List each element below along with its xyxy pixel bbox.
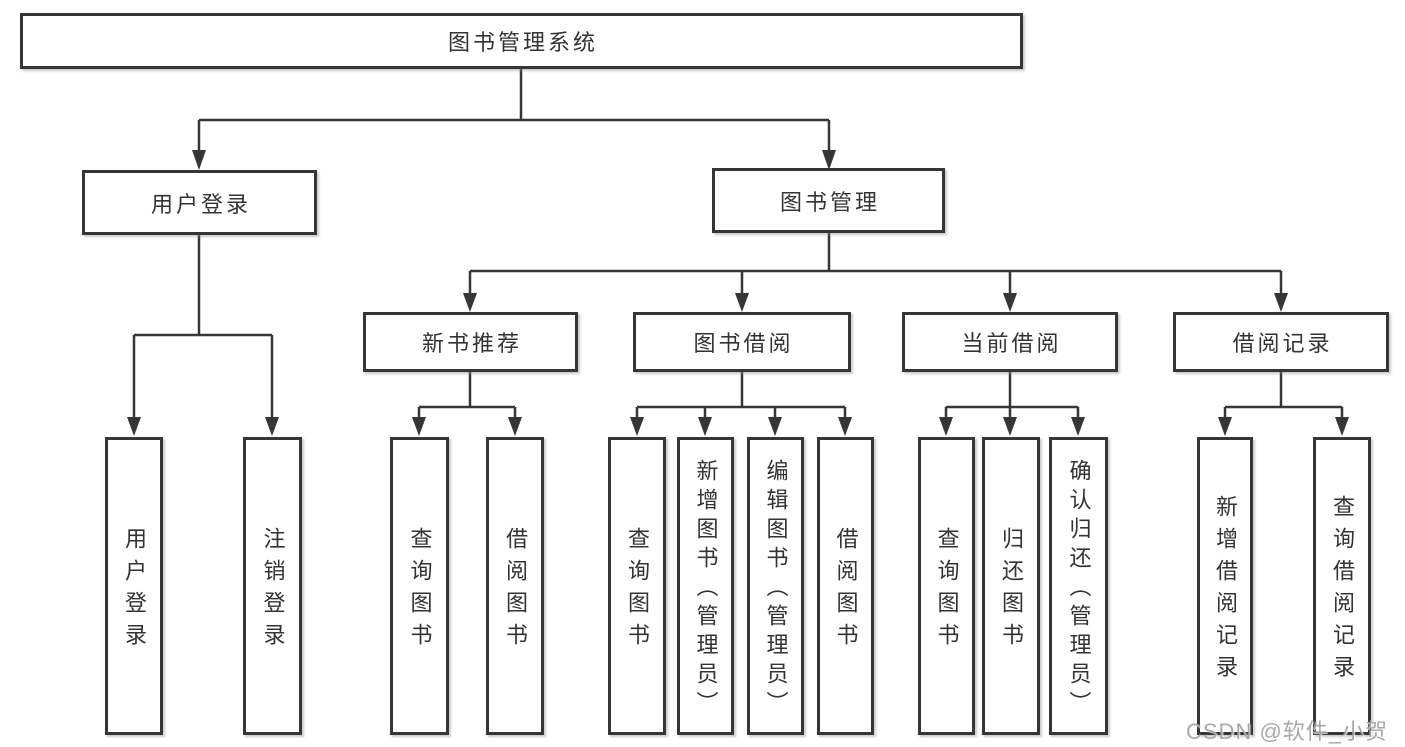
leaf-newbooks-query: 查询图书: [390, 437, 449, 735]
arrowhead-icon: [265, 417, 279, 436]
arrowhead-icon: [127, 417, 141, 436]
arrowhead-icon: [822, 150, 836, 170]
arrowhead-icon: [1218, 417, 1232, 436]
leaf-logout: 注销登录: [243, 437, 302, 735]
node-user-login: 用户登录: [82, 170, 317, 235]
arrowhead-icon: [768, 417, 782, 436]
connector-current-to-leaves: [944, 372, 1080, 418]
connector-mgmt-to-level3: [468, 233, 1283, 294]
leaf-records-query: 查询借阅记录: [1313, 437, 1371, 735]
leaf-current-query: 查询图书: [918, 437, 975, 735]
arrowhead-icon: [1003, 293, 1017, 312]
arrowhead-icon: [508, 417, 522, 436]
arrowhead-icon: [630, 417, 644, 436]
arrowhead-icon: [1071, 417, 1085, 436]
leaf-borrow-edit-admin: 编辑图书（管理员）: [747, 437, 804, 735]
arrowheads: [127, 150, 1349, 436]
arrowhead-icon: [838, 417, 852, 436]
arrowhead-icon: [1335, 417, 1349, 436]
connector-root-to-level2: [197, 69, 831, 151]
arrowhead-icon: [192, 150, 206, 170]
arrowhead-icon: [463, 293, 477, 312]
node-book-mgmt: 图书管理: [712, 168, 945, 233]
arrowhead-icon: [412, 417, 426, 436]
arrowhead-icon: [698, 417, 712, 436]
leaf-newbooks-borrow: 借阅图书: [486, 437, 544, 735]
leaf-current-return: 归还图书: [982, 437, 1040, 735]
arrowhead-icon: [1003, 417, 1017, 436]
leaf-borrow-add-admin: 新增图书（管理员）: [677, 437, 734, 735]
connector-login-to-leaves: [132, 235, 274, 418]
node-new-books: 新书推荐: [363, 312, 578, 372]
node-borrow-records: 借阅记录: [1173, 312, 1389, 372]
node-root: 图书管理系统: [20, 13, 1023, 69]
leaf-user-login: 用户登录: [105, 437, 163, 735]
leaf-current-confirm-admin: 确认归还（管理员）: [1049, 437, 1108, 735]
leaf-borrow-query: 查询图书: [608, 437, 666, 735]
leaf-borrow-borrow: 借阅图书: [817, 437, 874, 735]
connector-records-to-leaves: [1223, 372, 1344, 418]
leaf-records-add: 新增借阅记录: [1197, 437, 1253, 735]
arrowhead-icon: [939, 417, 953, 436]
connector-borrow-to-leaves: [635, 372, 847, 418]
node-book-borrow: 图书借阅: [633, 312, 851, 372]
watermark: CSDN @软件_小贺同学: [1186, 719, 1389, 744]
arrowhead-icon: [1274, 293, 1288, 312]
connector-newbooks-to-leaves: [417, 372, 517, 418]
node-current-borrow: 当前借阅: [902, 312, 1118, 372]
arrowhead-icon: [735, 293, 749, 312]
